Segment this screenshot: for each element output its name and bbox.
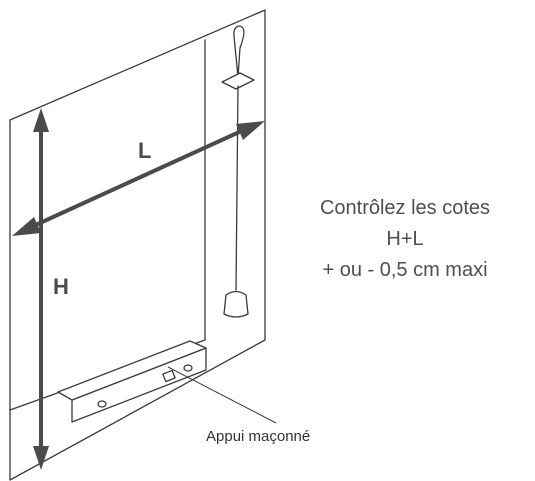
plumb-hook-icon bbox=[233, 25, 245, 78]
level-bubble-icon bbox=[162, 369, 176, 383]
level-screw-icon bbox=[183, 364, 193, 372]
opening-outline bbox=[9, 9, 266, 481]
callout-leader bbox=[167, 366, 277, 424]
plumb-bob-icon bbox=[223, 290, 249, 318]
note-line-2: H+L bbox=[386, 228, 424, 250]
level-screw-icon bbox=[97, 400, 107, 408]
width-label: L bbox=[138, 138, 152, 163]
plumb-plate-icon bbox=[221, 72, 255, 90]
level-top-face bbox=[57, 340, 207, 401]
tolerance-note: Contrôlez les cotes H+L + ou - 0,5 cm ma… bbox=[280, 193, 530, 286]
arrow-head-up-icon bbox=[33, 108, 49, 132]
plumb-string bbox=[235, 85, 239, 291]
height-arrow bbox=[33, 108, 49, 470]
plumb-line bbox=[221, 25, 255, 318]
arrow-head-down-icon bbox=[33, 446, 49, 470]
note-line-1: Contrôlez les cotes bbox=[319, 197, 491, 219]
height-label: H bbox=[53, 274, 69, 299]
width-arrow bbox=[12, 121, 265, 236]
arrow-head-left-icon bbox=[12, 217, 41, 236]
arrow-head-right-icon bbox=[236, 121, 265, 140]
note-line-3: + ou - 0,5 cm maxi bbox=[322, 259, 488, 281]
sill-callout-label: Appui maçonné bbox=[206, 428, 311, 445]
spirit-level bbox=[57, 340, 207, 423]
